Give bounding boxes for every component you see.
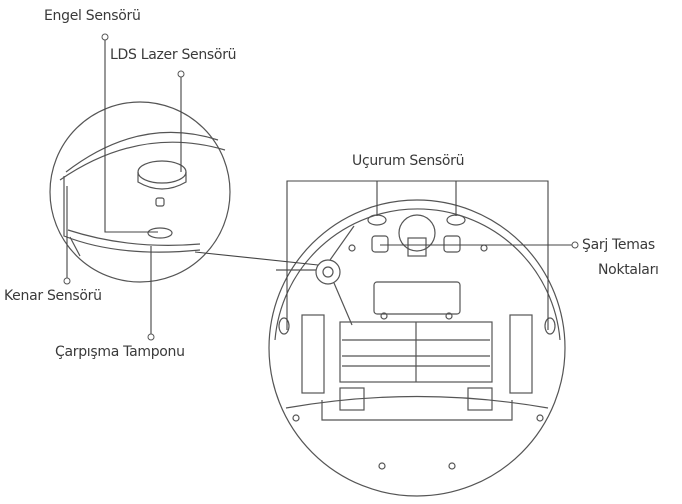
label-edge-sensor: Kenar Sensörü [4, 288, 102, 304]
obstacle-sensor-window [147, 227, 173, 239]
robot-top-view [49, 101, 231, 283]
lds-turret [137, 160, 187, 184]
wheel-right [509, 314, 533, 394]
label-charging-contacts-1: Şarj Temas [582, 237, 655, 253]
label-obstacle-sensor: Engel Sensörü [44, 8, 141, 24]
wheel-left [301, 314, 325, 394]
cliff-sensor-right [446, 214, 466, 226]
leader-lines [63, 33, 579, 341]
label-cliff-sensor: Uçurum Sensörü [352, 153, 465, 169]
robot-bottom-view [268, 199, 566, 497]
charging-contact-left [371, 235, 389, 253]
side-brush [315, 259, 341, 285]
charging-contact-right [443, 235, 461, 253]
label-lds-laser-sensor: LDS Lazer Sensörü [110, 47, 237, 63]
label-charging-contacts-2: Noktaları [598, 262, 659, 278]
cliff-sensor-left [367, 214, 387, 226]
label-bumper: Çarpışma Tamponu [55, 344, 185, 360]
